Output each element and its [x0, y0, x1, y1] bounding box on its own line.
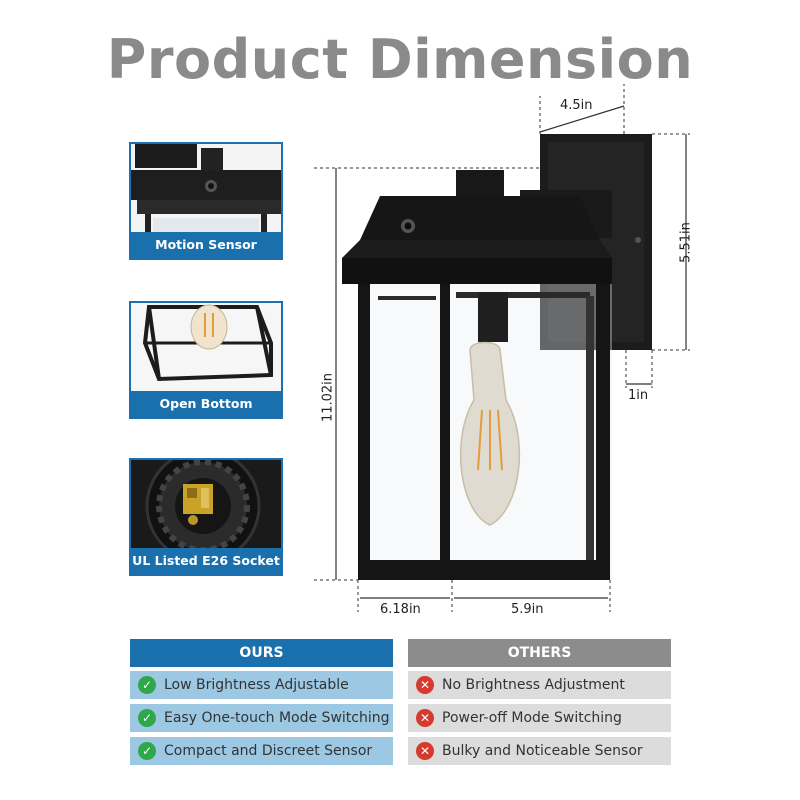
cross-icon: ✕ — [416, 709, 434, 727]
feature-label: Motion Sensor — [131, 232, 281, 258]
dim-offset-label: 1in — [628, 388, 649, 403]
others-row-text: No Brightness Adjustment — [442, 677, 625, 693]
motion-sensor-image — [131, 144, 281, 236]
others-row: ✕ Power-off Mode Switching — [408, 704, 671, 732]
ours-row: ✓ Compact and Discreet Sensor — [130, 737, 393, 765]
product-illustration — [314, 84, 690, 612]
dim-depth-label: 4.5in — [560, 98, 593, 113]
filament — [497, 409, 503, 471]
dim-total-height-label: 11.02in — [320, 372, 336, 423]
roof-slope — [342, 240, 612, 258]
dim-side-width-label: 5.9in — [511, 602, 544, 617]
frame-inner-top-right — [456, 292, 590, 298]
others-header: OTHERS — [408, 639, 671, 667]
sensor-core — [404, 222, 412, 230]
page-title: Product Dimension — [106, 28, 694, 91]
check-icon: ✓ — [138, 742, 156, 760]
ours-header: OURS — [130, 639, 393, 667]
feature-label: Open Bottom — [131, 391, 281, 417]
others-row: ✕ No Brightness Adjustment — [408, 671, 671, 699]
cross-icon: ✕ — [416, 676, 434, 694]
ours-row: ✓ Low Brightness Adjustable — [130, 671, 393, 699]
frame-post-right — [596, 284, 610, 580]
roof-base — [342, 258, 612, 284]
feature-card-open-bottom: Open Bottom — [129, 301, 283, 419]
e26-socket-image — [131, 460, 281, 552]
frame-bottom — [358, 560, 610, 580]
feature-label: UL Listed E26 Socket — [131, 548, 281, 574]
ours-row-text: Compact and Discreet Sensor — [164, 743, 373, 759]
roof-top — [360, 196, 600, 240]
ours-row-text: Low Brightness Adjustable — [164, 677, 349, 693]
frame-post-mid — [440, 284, 450, 580]
socket — [478, 292, 508, 342]
open-bottom-image — [131, 303, 281, 395]
dim-backplate-height-label: 5.51in — [678, 222, 694, 263]
check-icon: ✓ — [138, 676, 156, 694]
others-row-text: Power-off Mode Switching — [442, 710, 622, 726]
cross-icon: ✕ — [416, 742, 434, 760]
others-row: ✕ Bulky and Noticeable Sensor — [408, 737, 671, 765]
frame-inner-right — [586, 296, 594, 560]
feature-card-e26-socket: UL Listed E26 Socket — [129, 458, 283, 576]
dim-line-depth — [539, 105, 625, 133]
backplate-screw — [635, 237, 641, 243]
ours-row-text: Easy One-touch Mode Switching — [164, 710, 390, 726]
feature-card-motion-sensor: Motion Sensor — [129, 142, 283, 260]
dim-front-width-label: 6.18in — [380, 602, 421, 617]
others-row-text: Bulky and Noticeable Sensor — [442, 743, 643, 759]
top-cap — [456, 170, 504, 196]
check-icon: ✓ — [138, 709, 156, 727]
filament — [477, 409, 483, 471]
frame-post-left — [358, 284, 370, 580]
frame-inner-top-left — [378, 296, 436, 300]
ours-row: ✓ Easy One-touch Mode Switching — [130, 704, 393, 732]
